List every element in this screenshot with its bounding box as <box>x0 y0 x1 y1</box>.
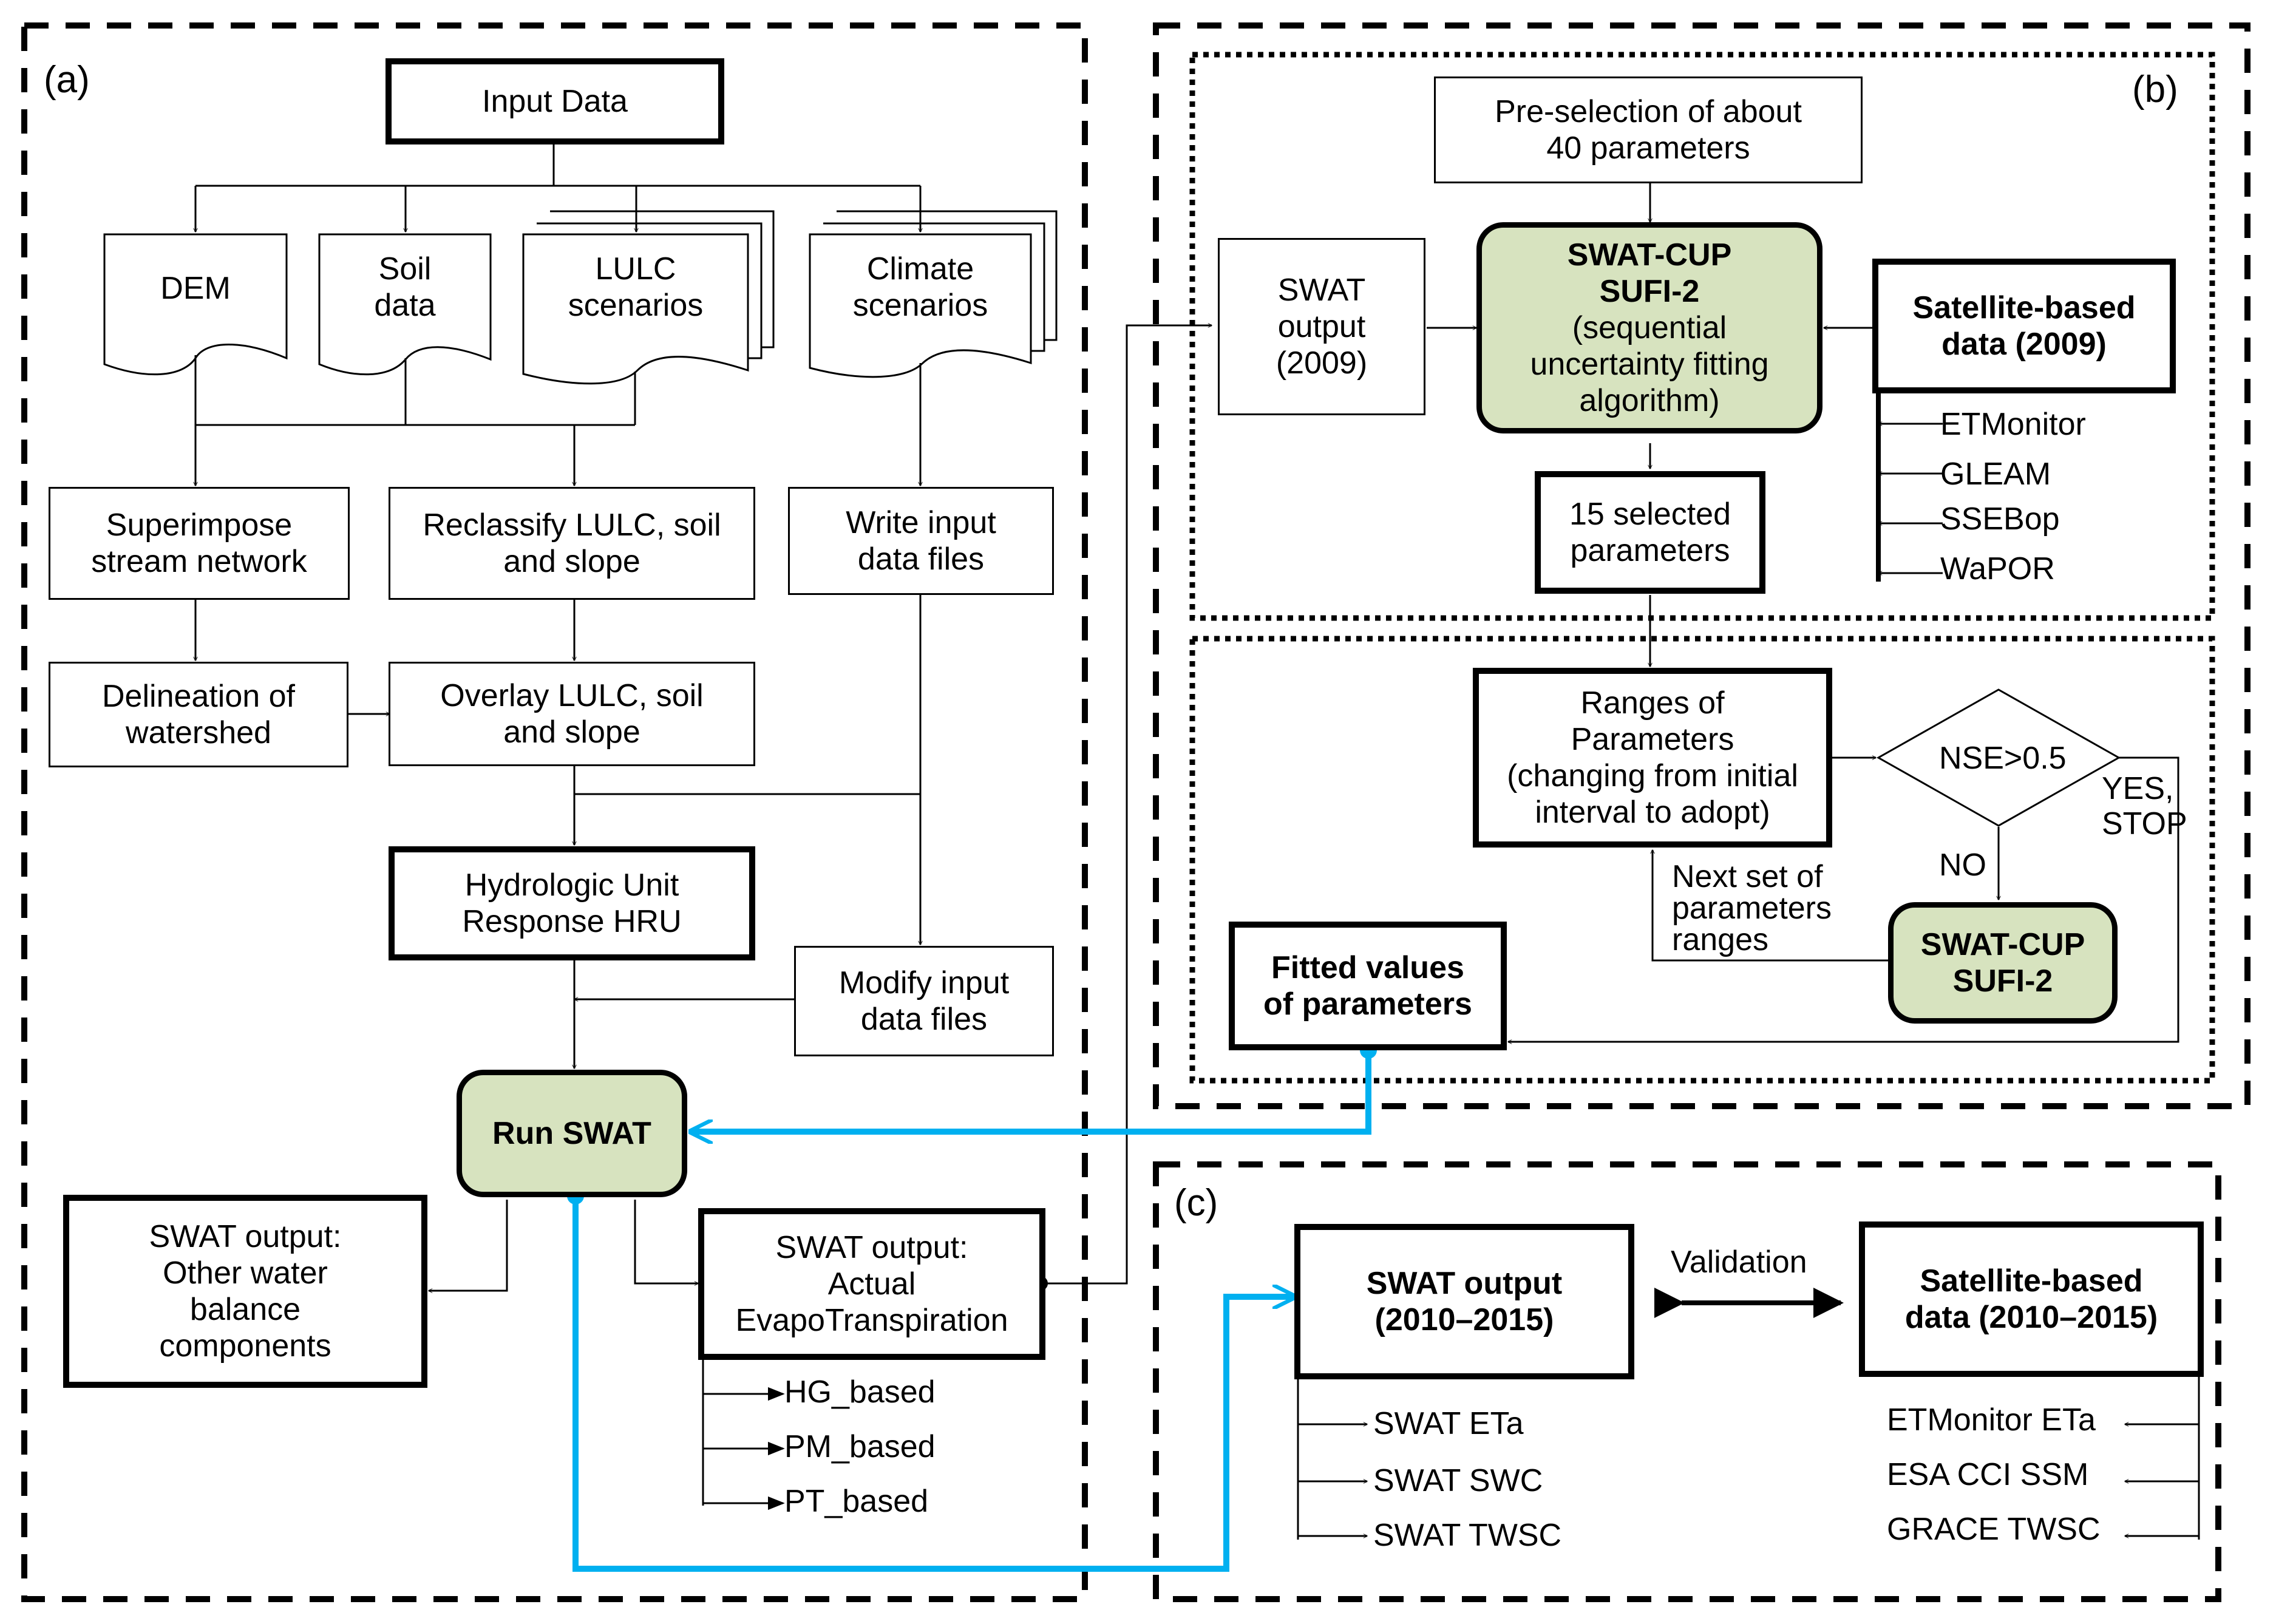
decision-no-label: NO <box>1939 848 1986 883</box>
swat-actual-et-box: SWAT output: Actual EvapoTranspiration <box>698 1208 1045 1360</box>
swat-cup-title: SWAT-CUP SUFI-2 <box>1567 237 1732 309</box>
ranges-of-parameters-box: Ranges of Parameters (changing from init… <box>1473 668 1832 848</box>
delineation-watershed-box: Delineation of watershed <box>49 662 348 767</box>
decision-diamond <box>1876 688 2121 827</box>
satellite-2009-box: Satellite-based data (2009) <box>1872 259 2176 393</box>
reclassify-lulc-box: Reclassify LULC, soil and slope <box>389 487 755 600</box>
swat-output-2009-box: SWAT output (2009) <box>1218 238 1425 415</box>
next-set-parameters-label: Next set of parameters ranges <box>1672 859 1832 957</box>
preselection-box: Pre-selection of about 40 parameters <box>1434 76 1863 183</box>
panel-label-c: (c) <box>1174 1182 1218 1224</box>
satellite-product-gleam: GLEAM <box>1940 457 2051 492</box>
modify-input-files-box: Modify input data files <box>794 946 1054 1056</box>
panel-b-inner-bottom <box>1189 636 2215 1084</box>
swat-other-balance-box: SWAT output: Other water balance compone… <box>63 1195 427 1388</box>
climate-scenarios-label: Climate scenarios <box>852 251 988 323</box>
swat-item-eta: SWAT ETa <box>1373 1406 1524 1441</box>
lulc-scenarios-label: LULC scenarios <box>568 251 704 323</box>
panel-b-inner-top <box>1189 52 2215 621</box>
swat-cup-sufi2-main[interactable]: SWAT-CUP SUFI-2 (sequential uncertainty … <box>1476 222 1822 433</box>
satellite-product-wapor: WaPOR <box>1940 551 2055 586</box>
soil-data-label: Soil data <box>374 251 436 323</box>
sat-item-etmonitor: ETMonitor ETa <box>1887 1402 2096 1438</box>
panel-a-frame <box>21 22 1088 1602</box>
run-swat-box[interactable]: Run SWAT <box>457 1070 687 1197</box>
swat-item-swc: SWAT SWC <box>1373 1463 1543 1498</box>
satellite-product-ssebop: SSEBop <box>1940 501 2060 537</box>
satellite-product-etmonitor: ETMonitor <box>1940 407 2086 442</box>
swat-cup-sufi2-secondary[interactable]: SWAT-CUP SUFI-2 <box>1888 902 2118 1024</box>
sat-item-grace: GRACE TWSC <box>1887 1512 2101 1547</box>
run-to-validation-path <box>572 1196 1294 1572</box>
fitted-to-run-path <box>691 1050 1371 1132</box>
input-data-box: Input Data <box>386 58 724 144</box>
et-method-pm: PM_based <box>784 1429 936 1464</box>
swat-cup-subtitle: (sequential uncertainty fitting algorith… <box>1530 310 1769 418</box>
climate-document-shape <box>809 233 1032 378</box>
swat-output-2010-2015-box: SWAT output (2010–2015) <box>1294 1224 1634 1379</box>
superimpose-stream-network-box: Superimpose stream network <box>49 487 350 600</box>
validation-label: Validation <box>1671 1245 1807 1280</box>
et-method-hg: HG_based <box>784 1374 936 1410</box>
decision-yes-stop-label: YES, STOP <box>2102 771 2187 841</box>
decision-nse-label: NSE>0.5 <box>1939 741 2067 776</box>
dem-label: DEM <box>160 271 231 306</box>
overlay-lulc-box: Overlay LULC, soil and slope <box>389 662 755 766</box>
fifteen-selected-parameters-box: 15 selected parameters <box>1535 471 1765 594</box>
lulc-document-shape <box>522 233 749 385</box>
panel-c-frame <box>1153 1161 2221 1602</box>
hru-box: Hydrologic Unit Response HRU <box>389 846 755 960</box>
satellite-2010-2015-box: Satellite-based data (2010–2015) <box>1859 1221 2204 1377</box>
et-method-pt: PT_based <box>784 1484 929 1519</box>
panel-label-a: (a) <box>44 59 90 101</box>
panel-label-b: (b) <box>2132 69 2178 110</box>
swat-item-twsc: SWAT TWSC <box>1373 1518 1562 1553</box>
sat-item-esa-cci: ESA CCI SSM <box>1887 1457 2089 1492</box>
panel-b-frame <box>1153 22 2251 1109</box>
fitted-values-box: Fitted values of parameters <box>1229 922 1507 1050</box>
write-input-files-box: Write input data files <box>788 487 1054 595</box>
